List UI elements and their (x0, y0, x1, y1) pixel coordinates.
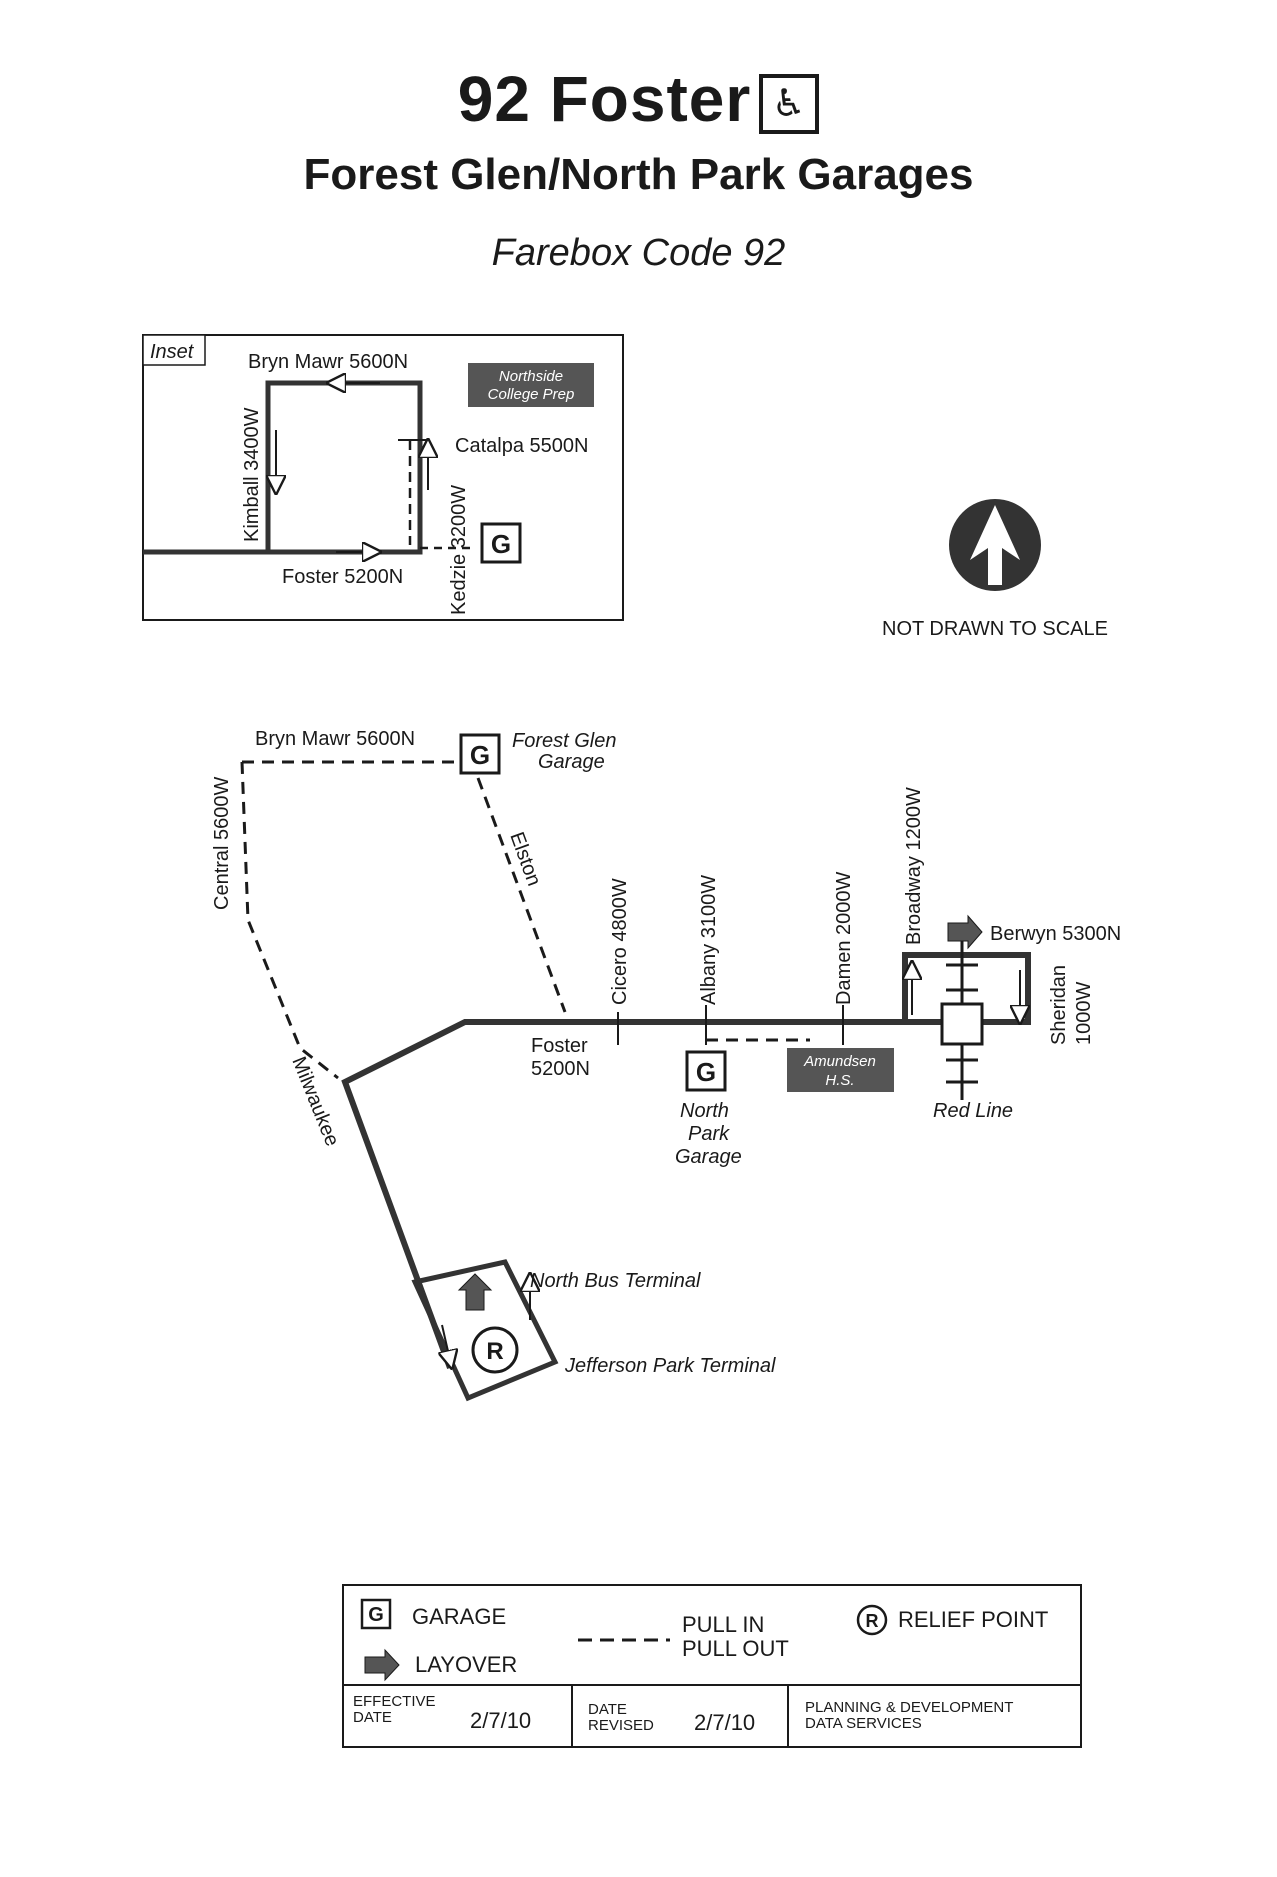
jefferson-layover-icon (457, 1273, 493, 1311)
central-pullout-line (240, 761, 339, 1080)
northside-college-prep-box (468, 363, 594, 407)
revised-label-2: REVISED (588, 1717, 654, 1734)
legend-relief-label: RELIEF POINT (898, 1607, 1048, 1632)
northside-line1: Northside (499, 368, 563, 385)
svg-text:R: R (866, 1611, 879, 1631)
garages-title: Forest Glen/North Park Garages (303, 150, 974, 199)
broadway-label: Broadway 1200W (903, 787, 925, 945)
svg-text:R: R (486, 1338, 503, 1365)
legend-pull-out: PULL OUT (682, 1636, 789, 1661)
berwyn-layover-icon (947, 914, 983, 950)
inset-map: Inset Northside College Prep Bryn Mawr 5… (142, 334, 624, 621)
not-drawn-to-scale: NOT DRAWN TO SCALE (882, 618, 1108, 640)
damen-label: Damen 2000W (833, 871, 855, 1005)
svg-text:G: G (491, 529, 511, 559)
north-park-line1: North (680, 1100, 729, 1122)
legend-garage-icon: G (360, 1598, 392, 1630)
north-park-garage-icon: G (685, 1050, 727, 1092)
inset-tag: Inset (150, 341, 195, 363)
relief-point-icon: R (471, 1326, 519, 1374)
main-route-map: Amundsen H.S. G G R Bryn Mawr 5600N Fore… (211, 728, 1121, 1402)
amundsen-line2: H.S. (825, 1072, 854, 1089)
svg-text:G: G (470, 740, 490, 770)
inset-frame (142, 334, 624, 621)
red-line-station-icon (940, 940, 984, 1100)
jefferson-park-label: Jefferson Park Terminal (564, 1355, 776, 1377)
foster-label-line1: Foster (531, 1035, 588, 1057)
amundsen-line1: Amundsen (803, 1053, 876, 1070)
north-park-line3: Garage (675, 1146, 742, 1168)
legend-box: G GARAGE LAYOVER PULL IN PULL OUT R RELI… (342, 1584, 1082, 1748)
berwyn-label: Berwyn 5300N (990, 923, 1121, 945)
foster-label-line2: 5200N (531, 1058, 590, 1080)
dept-line2: DATA SERVICES (805, 1715, 922, 1732)
red-line-label: Red Line (933, 1100, 1013, 1122)
wheelchair-accessible-icon: ♿ (759, 74, 820, 135)
route-title: 92 Foster♿ (0, 62, 1277, 136)
inset-foster-label: Foster 5200N (282, 566, 403, 588)
inset-catalpa-label: Catalpa 5500N (455, 435, 588, 457)
northside-line2: College Prep (488, 386, 575, 403)
svg-text:G: G (368, 1604, 384, 1626)
legend-relief-icon: R (856, 1604, 888, 1636)
sheridan-line1: Sheridan (1048, 965, 1070, 1045)
effective-label-1: EFFECTIVE (353, 1693, 436, 1710)
central-label: Central 5600W (211, 776, 233, 910)
dept-line1: PLANNING & DEVELOPMENT (805, 1699, 1013, 1716)
legend-layover-label: LAYOVER (415, 1652, 517, 1677)
effective-date: 2/7/10 (470, 1708, 531, 1733)
inset-tag-box (142, 334, 206, 366)
forest-glen-garage-icon: G (459, 733, 501, 775)
inset-kedzie-label: Kedzie 3200W (448, 485, 470, 615)
inset-route-line (143, 380, 423, 555)
north-arrow-icon (949, 499, 1041, 591)
jefferson-arrow-south (442, 1324, 450, 1360)
forest-glen-line1: Forest Glen (512, 730, 616, 752)
elston-label: Elston (505, 829, 545, 889)
inset-bryn-mawr-label: Bryn Mawr 5600N (248, 351, 408, 373)
revised-label-1: DATE (588, 1701, 627, 1718)
cicero-label: Cicero 4800W (609, 878, 631, 1005)
amundsen-hs-box (787, 1048, 894, 1092)
bryn-mawr-label: Bryn Mawr 5600N (255, 728, 415, 750)
north-bus-terminal-label: North Bus Terminal (530, 1270, 701, 1292)
svg-text:G: G (696, 1057, 716, 1087)
north-park-line2: Park (688, 1123, 730, 1145)
legend-garage-label: GARAGE (412, 1604, 506, 1629)
effective-label-2: DATE (353, 1709, 392, 1726)
revised-date: 2/7/10 (694, 1710, 755, 1735)
legend-pull-in: PULL IN (682, 1612, 764, 1637)
inset-kimball-label: Kimball 3400W (241, 407, 263, 542)
sheridan-line2: 1000W (1073, 982, 1095, 1045)
legend-layover-icon (364, 1648, 400, 1682)
route-name: 92 Foster (457, 63, 752, 135)
elston-pullout-line (476, 777, 567, 1013)
inset-garage-icon: G (480, 522, 522, 564)
albany-label: Albany 3100W (698, 875, 720, 1005)
forest-glen-line2: Garage (538, 751, 605, 773)
milwaukee-label: Milwaukee (287, 1054, 343, 1150)
farebox-code: Farebox Code 92 (491, 232, 786, 274)
